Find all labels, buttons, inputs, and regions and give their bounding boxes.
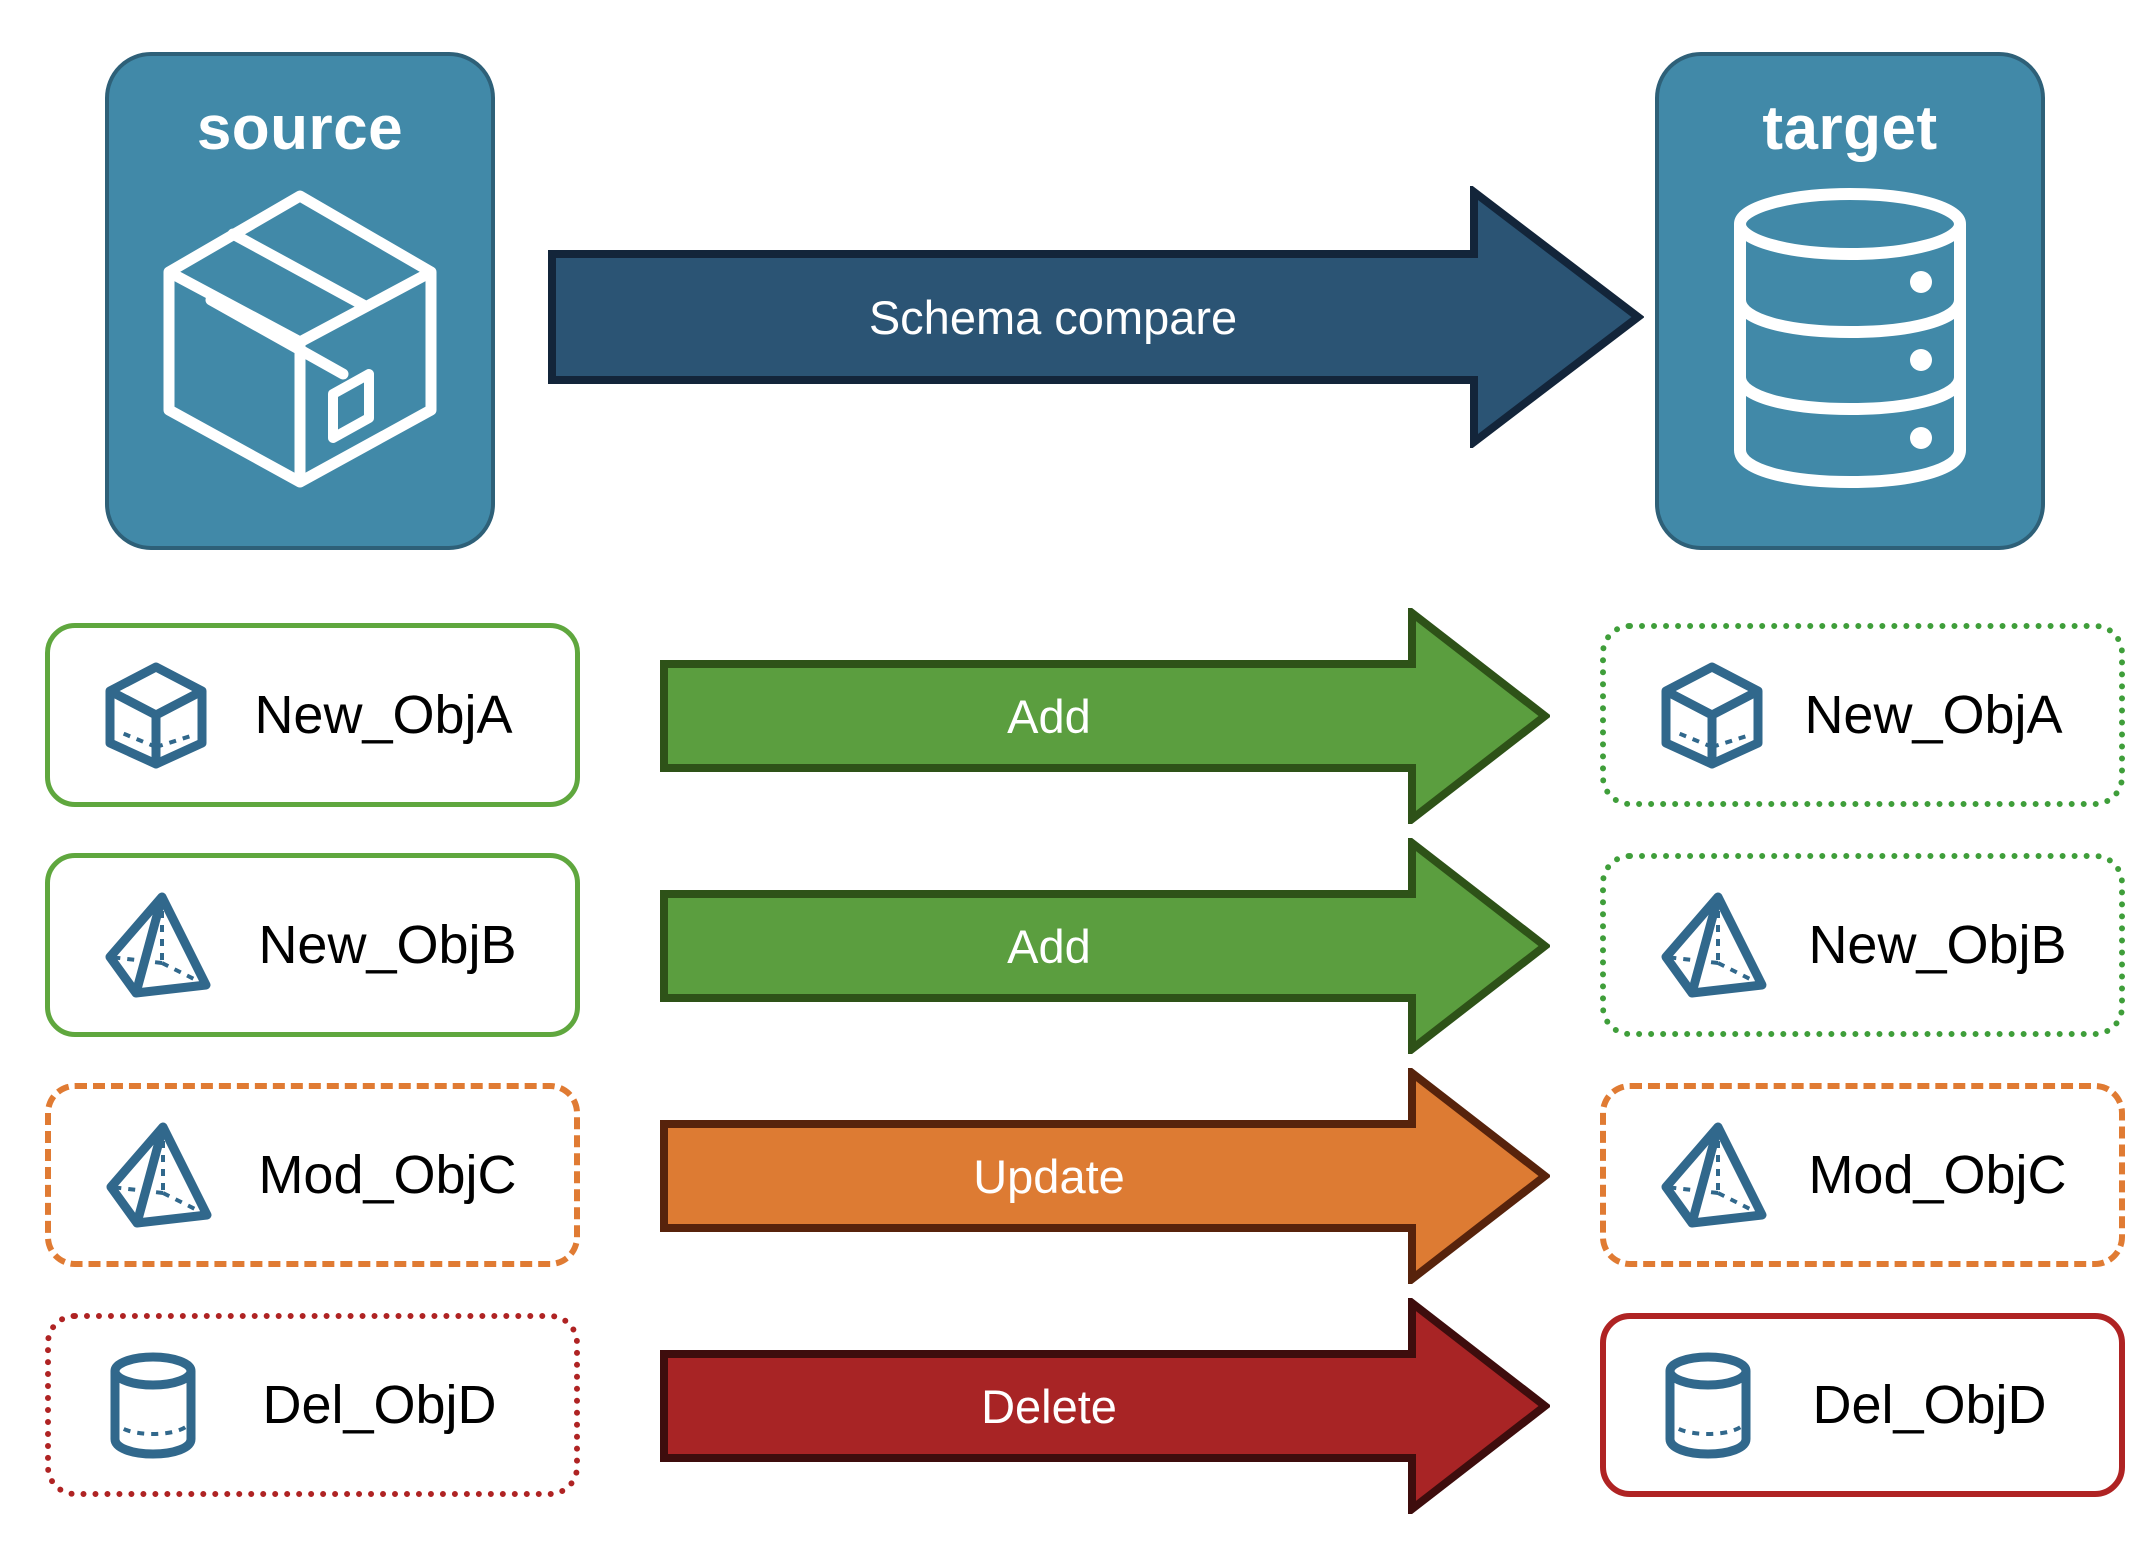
database-cylinder-icon	[1725, 182, 1975, 497]
source-title: source	[196, 94, 404, 163]
wireframe-cube-icon	[1658, 659, 1766, 771]
source-object-label: New_ObjB	[258, 915, 517, 975]
wireframe-pyramid-icon	[103, 1119, 219, 1231]
wireframe-cylinder-icon	[1658, 1349, 1758, 1461]
action-arrow-add[interactable]: Add	[660, 838, 1550, 1054]
package-box-icon	[155, 182, 445, 497]
wireframe-pyramid-icon	[1658, 1119, 1774, 1231]
wireframe-cube-icon	[102, 659, 210, 771]
wireframe-pyramid-icon	[102, 889, 218, 1001]
action-arrow-delete[interactable]: Delete	[660, 1298, 1550, 1514]
target-object-card[interactable]: Mod_ObjC	[1600, 1083, 2125, 1267]
source-object-card[interactable]: Del_ObjD	[45, 1313, 580, 1497]
target-endpoint[interactable]: target	[1655, 52, 2045, 550]
source-object-label: New_ObjA	[254, 685, 513, 745]
source-object-card[interactable]: New_ObjA	[45, 623, 580, 807]
wireframe-cylinder-icon	[103, 1349, 203, 1461]
action-arrow-update[interactable]: Update	[660, 1068, 1550, 1284]
wireframe-pyramid-icon	[1658, 889, 1774, 1001]
source-object-label: Del_ObjD	[262, 1375, 497, 1435]
source-object-card[interactable]: New_ObjB	[45, 853, 580, 1037]
schema-compare-arrow[interactable]: Schema compare	[548, 186, 1644, 448]
source-object-card[interactable]: Mod_ObjC	[45, 1083, 580, 1267]
target-title: target	[1762, 94, 1938, 163]
target-object-label: Del_ObjD	[1812, 1375, 2047, 1435]
target-object-label: Mod_ObjC	[1808, 1145, 2067, 1205]
target-object-label: New_ObjB	[1808, 915, 2067, 975]
action-arrow-add[interactable]: Add	[660, 608, 1550, 824]
target-object-card[interactable]: Del_ObjD	[1600, 1313, 2125, 1497]
source-object-label: Mod_ObjC	[258, 1145, 517, 1205]
source-endpoint[interactable]: source	[105, 52, 495, 550]
target-object-card[interactable]: New_ObjA	[1600, 623, 2125, 807]
target-object-card[interactable]: New_ObjB	[1600, 853, 2125, 1037]
target-object-label: New_ObjA	[1804, 685, 2063, 745]
